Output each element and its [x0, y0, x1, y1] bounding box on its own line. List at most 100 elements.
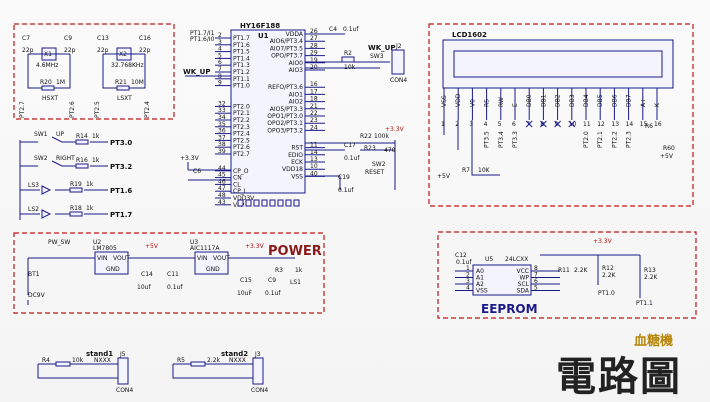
- eeprom-right-pin-num: 6: [534, 278, 538, 285]
- cap-c4: C4: [329, 26, 337, 33]
- led-ref: LS2: [28, 206, 39, 213]
- mcu-left-pin-num: 34: [218, 114, 226, 121]
- lcd-pin-name: DB6: [611, 94, 618, 107]
- mcu-left-pin-num: 9: [218, 80, 222, 87]
- switch-ref: SW2: [34, 155, 48, 162]
- j2-ref: J2: [395, 43, 402, 50]
- mcu-right-pin-num: 21: [310, 103, 318, 110]
- lcd-r60: R60: [663, 145, 675, 152]
- u2-name: LM7805: [93, 245, 117, 252]
- eeprom-right-pin-sig: WP: [519, 275, 529, 282]
- mcu-right-pin-num: 18: [310, 96, 318, 103]
- eeprom-r11-val: 2.2K: [574, 267, 589, 274]
- mcu-left-pin-num: 33: [218, 107, 226, 114]
- stand-resistor: [190, 361, 206, 367]
- rail-5v: +5V: [145, 243, 159, 250]
- crystal-res-val: 1M: [56, 79, 65, 86]
- cap-c14: C14: [141, 271, 153, 278]
- cap-c11-val: 0.1uf: [167, 284, 183, 291]
- mcu-right-pin-name: AIO6/PT3.4: [270, 38, 303, 45]
- lcd-nc-mark: [540, 120, 547, 128]
- mcu-left-pin-num: 38: [218, 141, 226, 148]
- mcu-left-pin-name: PT2.7: [233, 151, 250, 158]
- lcd-nc-mark: [554, 120, 561, 128]
- led-ls1: LS1: [290, 279, 301, 286]
- mcu-right-pin-num: 22: [310, 110, 318, 117]
- cap-c19: C19: [338, 174, 350, 181]
- mcu-left-pin-name: PT1.7: [233, 35, 250, 42]
- switch-net: PT3.2: [110, 163, 132, 171]
- crystal-net: LSXT: [117, 95, 132, 102]
- crystal-cap-right: C9: [64, 35, 72, 42]
- lcd-pin-num: 3: [469, 121, 473, 128]
- lcd-body: [442, 39, 674, 89]
- eeprom-left-pin-sig: A2: [476, 281, 484, 288]
- crystal-value: 4.6MHz: [36, 62, 58, 69]
- crystal-cap-right: C16: [139, 35, 151, 42]
- mcu-pad: [293, 199, 300, 207]
- led-res-ref: R18: [70, 205, 82, 212]
- u3-vout: VOUT: [213, 255, 230, 262]
- mcu-pad: [261, 199, 268, 207]
- res-r2-val: 10k: [344, 64, 356, 71]
- cap-c11: C11: [167, 271, 179, 278]
- lcd-pin-num: 13: [611, 121, 619, 128]
- lcd-pin-name: V0: [469, 99, 476, 107]
- mcu-right-pin-num: 14: [310, 149, 318, 156]
- mcu-left-pin-name: PT2.0: [233, 103, 250, 110]
- crystal-resistor: [116, 85, 130, 91]
- mcu-right-pin-num: 40: [310, 170, 318, 177]
- net-wkup: WK_UP: [183, 68, 210, 76]
- eeprom-rail: +3.3V: [593, 238, 613, 245]
- lcd-r6: R6: [645, 123, 653, 130]
- switch-res-ref: R16: [76, 157, 88, 164]
- led-net: PT1.7: [110, 211, 132, 219]
- mcu-right-pin-name: REFO/PT3.6: [268, 84, 303, 91]
- reset-label: RESET: [365, 169, 385, 176]
- mcu-left-pin-num: 5: [218, 52, 222, 59]
- mcu-right-pin-name: AIO3: [289, 67, 304, 74]
- net-pt17: PT1.7/I1: [190, 30, 215, 37]
- mcu-right-pin-num: 11: [310, 142, 318, 149]
- stand-name: stand2: [221, 350, 248, 358]
- switch-wire: [20, 136, 108, 143]
- mcu-left-pin-num: 37: [218, 134, 226, 141]
- lcd-r7-val: 10K: [478, 167, 491, 174]
- sw3-ref: SW3: [370, 53, 384, 60]
- eeprom-right-pin-sig: VCC: [517, 268, 529, 275]
- mcu-right-pin-name: AIO5/PT3.3: [270, 106, 303, 113]
- lcd-window: [453, 50, 663, 78]
- mcu-left-pin-name: PT1.5: [233, 49, 250, 56]
- u3-gnd: GND: [206, 266, 220, 273]
- regulator-u3: [194, 251, 229, 275]
- power-rail-wires: [27, 257, 295, 305]
- switch-resistor: [75, 163, 89, 169]
- mcu-right-pin-num: 27: [310, 35, 318, 42]
- eeprom-left-pin-sig: A1: [476, 275, 484, 282]
- crystal-cap-left: C13: [97, 35, 109, 42]
- mcu-left-pin-name: PT2.3: [233, 124, 250, 131]
- eeprom-left-pin-num: 3: [466, 278, 470, 285]
- mcu-right-pin-name: OPO3/PT3.2: [267, 127, 303, 134]
- battery-voltage: DC9V: [28, 292, 46, 299]
- crystal-cap-left: C7: [22, 35, 30, 42]
- mcu-right-pin-num: 13: [310, 156, 318, 163]
- crystal-pin-a: PT2.5: [94, 101, 101, 118]
- led-res-val: 1k: [86, 205, 94, 212]
- mcu-left-pin-name: PT1.1: [233, 76, 250, 83]
- mcu-pad: [277, 199, 284, 207]
- mcu-right-pin-num: 24: [310, 124, 318, 131]
- mcu-left-pin-num: 36: [218, 128, 226, 135]
- stand-res-val: 2.2k: [207, 357, 221, 364]
- u2-vin: VIN: [97, 255, 107, 262]
- crystal-net: HSXT: [42, 95, 58, 102]
- lcd-name: LCD1602: [452, 31, 487, 39]
- mcu-right-pin-num: 29: [310, 50, 318, 57]
- power-group: BT1 DC9V PW_SW U2 LM7805 VIN VOUT GND +5…: [27, 239, 303, 305]
- stand-resistor: [55, 361, 71, 367]
- mcu-right-pin-name: OPO2/PT3.1: [267, 120, 303, 127]
- eeprom-frame: [437, 231, 697, 319]
- lcd-pin-num: 5: [498, 121, 502, 128]
